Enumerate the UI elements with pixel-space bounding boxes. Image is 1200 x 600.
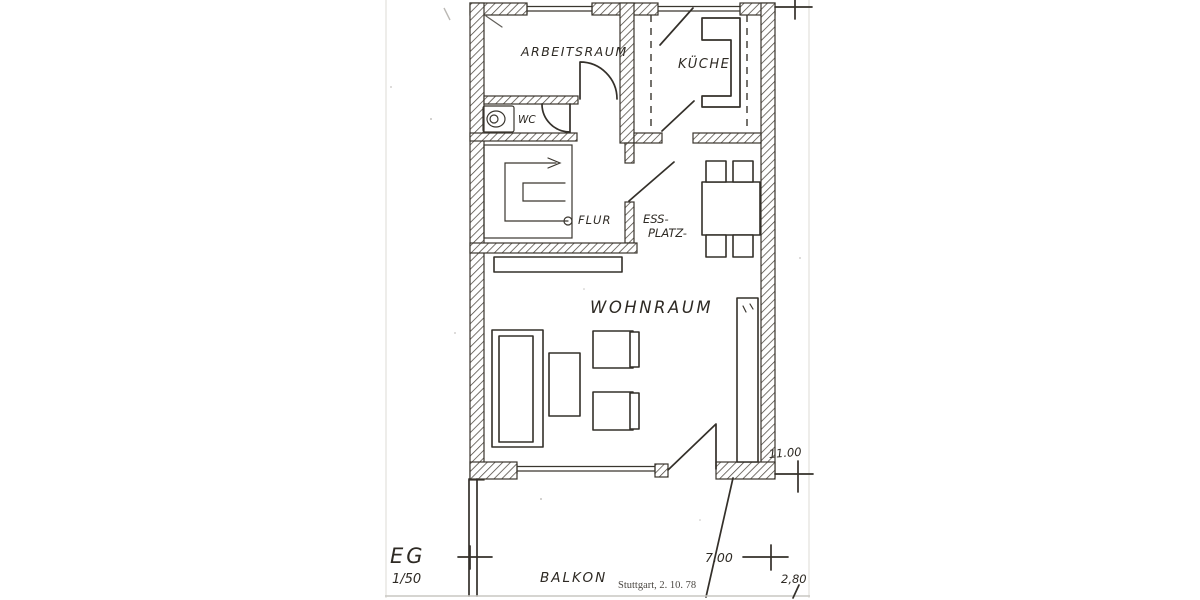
door-kueche-upper-swing: [659, 7, 694, 46]
door-wc: [541, 103, 571, 133]
paper-smudge: [443, 7, 451, 21]
title-block: EG 1/50 Stuttgart, 2. 10. 78: [390, 544, 696, 591]
wall-arbeitsraum-wc: [483, 95, 579, 105]
wall-pier: [654, 463, 669, 478]
paper-speck: [583, 288, 585, 290]
wall-stub: [624, 201, 635, 244]
armchair-back: [629, 392, 640, 430]
kitchen-counter: [701, 17, 741, 108]
door-entry-swing: [628, 161, 675, 202]
wall-kitchen-bottom: [692, 132, 762, 144]
balcony-edge-right: [705, 477, 734, 598]
paper-speck: [430, 118, 432, 120]
wall-segment: [715, 461, 776, 480]
stair-inner-line: [522, 182, 566, 202]
dimension-label-balcony-width: 7.00: [705, 550, 733, 565]
door-kueche-swing: [661, 100, 695, 132]
room-label-kueche: KÜCHE: [678, 55, 730, 72]
room-label-wohnraum: WOHNRAUM: [590, 298, 713, 317]
dimension-tick-depth: [792, 584, 800, 599]
toilet-bowl-inner-icon: [489, 114, 499, 124]
kitchen-fittings: [650, 15, 748, 130]
dimension-tick-balcony-left: [457, 545, 493, 570]
plan-annotation: Stuttgart, 2. 10. 78: [618, 580, 696, 591]
armchair-back: [629, 331, 640, 368]
stair-start-circle: [563, 216, 573, 226]
toilet-icon: [482, 105, 515, 133]
scan-edges: [385, 0, 810, 598]
stair-walk-line: [504, 162, 569, 222]
paper-speck: [454, 332, 456, 334]
room-label-essplatz-2: PLATZ-: [648, 226, 687, 240]
room-label-flur: FLUR: [578, 213, 611, 227]
dimension-marks: 11.00 7.00 2,80: [457, 0, 814, 599]
wall-kitchen-left: [619, 2, 635, 144]
coffee-table: [548, 352, 581, 417]
paper-speck: [390, 86, 392, 88]
dimension-tick-top-right: [774, 0, 813, 20]
armchair: [592, 391, 634, 431]
balcony-outline: [385, 477, 810, 598]
wall-kitchen-bottom: [633, 132, 663, 144]
toilet-bowl-icon: [486, 110, 506, 128]
dimension-tick-right: [774, 460, 814, 493]
plan-scale: 1/50: [392, 572, 421, 587]
chair: [732, 160, 754, 183]
room-labels: ARBEITSRAUM KÜCHE WC FLUR ESS- PLATZ- WO…: [518, 44, 730, 586]
paper-speck: [699, 519, 701, 521]
chair: [705, 234, 727, 258]
tall-cabinet: [736, 297, 759, 463]
cabinet-marks: [742, 303, 754, 313]
corner-mark: [485, 15, 503, 28]
dimension-label-right-side: 11.00: [768, 445, 802, 461]
paper-speck: [540, 498, 542, 500]
wall-wc-flur: [469, 132, 578, 142]
paper-noise: [390, 7, 801, 521]
wall-segment-right: [760, 2, 776, 478]
window-top-kueche: [657, 3, 741, 15]
dining-set: [701, 160, 761, 258]
door-balcony: [667, 423, 717, 471]
window-top-arbeitsraum: [526, 3, 593, 15]
sofa-seat: [498, 335, 534, 443]
window-wohnraum: [516, 463, 656, 475]
paper-speck: [799, 257, 801, 259]
wall-segment: [469, 461, 518, 480]
living-room-furniture: [491, 256, 759, 463]
stair-arrow-icon: [547, 157, 562, 169]
door-arbeitsraum: [579, 61, 618, 100]
wall-stub: [624, 142, 635, 164]
room-label-wc: WC: [518, 114, 536, 126]
dimension-tick-balcony-right: [742, 544, 789, 571]
stair-enclosure: [483, 144, 573, 239]
armchair: [592, 330, 634, 369]
wall-flur-wohnraum: [469, 242, 638, 254]
plan-title: EG: [390, 544, 426, 568]
wc-fixture: [482, 105, 515, 133]
doors: [541, 7, 717, 471]
interior-walls: [469, 2, 762, 254]
windows: [516, 3, 741, 475]
wall-segment-left: [469, 2, 485, 481]
chair: [705, 160, 727, 183]
room-label-arbeitsraum: ARBEITSRAUM: [520, 44, 628, 59]
chair: [732, 234, 754, 258]
dining-table: [701, 181, 761, 236]
dimension-label-balcony-depth: 2,80: [781, 572, 807, 586]
sideboard: [493, 256, 623, 273]
room-label-balkon: BALKON: [540, 570, 607, 586]
staircase: [483, 144, 573, 239]
room-label-essplatz-1: ESS-: [643, 212, 669, 226]
